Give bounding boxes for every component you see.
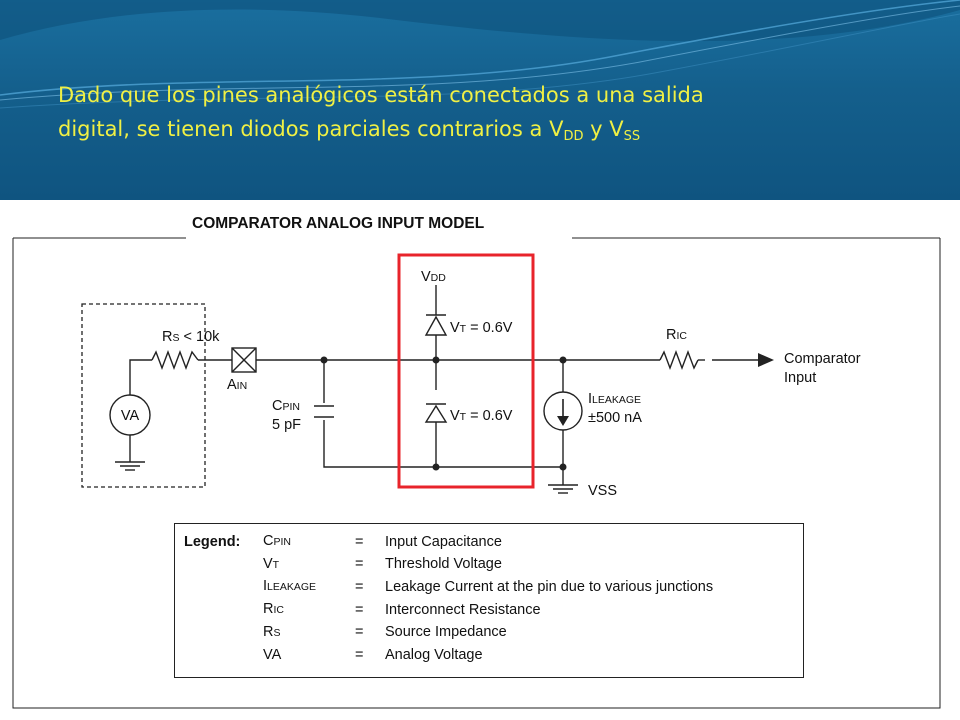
legend-symbol: RIC <box>263 601 284 618</box>
rs-label: RS < 10k <box>162 329 220 345</box>
legend-row: VA = Analog Voltage <box>184 645 713 668</box>
diode-highlight-box <box>397 253 535 489</box>
cpin-label: CPIN <box>272 398 300 414</box>
circuit-figure: COMPARATOR ANALOG INPUT MODEL <box>0 200 960 720</box>
cpin-value: 5 pF <box>272 417 301 433</box>
legend-table: Legend: CPIN = Input Capacitance VT = Th… <box>184 531 713 667</box>
legend-description: Threshold Voltage <box>385 556 502 573</box>
va-voltage-source <box>109 394 151 436</box>
legend-symbol: ILEAKAGE <box>263 578 317 595</box>
cpin-capacitor <box>314 405 334 418</box>
ileakage-current-source <box>543 391 583 431</box>
circuit-diagram: COMPARATOR ANALOG INPUT MODEL <box>12 215 941 709</box>
legend-symbol: CPIN <box>263 533 291 549</box>
comparator-input-label-line2: Input <box>784 370 816 386</box>
va-label: VA <box>121 408 140 424</box>
rs-resistor <box>151 350 199 370</box>
legend-description: Source Impedance <box>385 624 507 641</box>
slide-title: Dado que los pines analógicos están cone… <box>58 78 938 146</box>
ric-label: RIC <box>666 327 687 343</box>
legend-equals: = <box>355 624 364 641</box>
vdd-label: VDD <box>421 269 446 285</box>
legend-equals: = <box>355 533 364 550</box>
legend-equals: = <box>355 556 364 573</box>
vt-bottom-label: VT = 0.6V <box>450 408 513 424</box>
legend-row: VT = Threshold Voltage <box>184 554 713 577</box>
legend-equals: = <box>355 647 364 664</box>
junction-dots <box>320 356 567 471</box>
slide-header: Dado que los pines analógicos están cone… <box>0 0 960 200</box>
title-sub-ss: SS <box>623 129 641 144</box>
ileakage-label: ILEAKAGE <box>588 391 641 407</box>
source-dashed-box <box>81 303 206 488</box>
header-wave-decoration <box>0 0 960 109</box>
figure-title: COMPARATOR ANALOG INPUT MODEL <box>192 215 484 232</box>
comparator-input-label-line1: Comparator <box>784 351 861 367</box>
ain-label: AIN <box>227 377 247 393</box>
ric-resistor <box>659 350 699 370</box>
legend-row: RIC = Interconnect Resistance <box>184 599 713 622</box>
ground-symbol-source <box>115 461 145 471</box>
legend-equals: = <box>355 601 364 618</box>
ileakage-value: ±500 nA <box>588 410 642 426</box>
title-line1: Dado que los pines analógicos están cone… <box>58 83 704 107</box>
legend-row: RS = Source Impedance <box>184 622 713 645</box>
title-line2: digital, se tienen diodos parciales cont… <box>58 117 564 141</box>
diode-top <box>424 314 448 336</box>
vss-label: VSS <box>588 483 617 499</box>
ain-pin-symbol <box>231 347 257 373</box>
comparator-arrow <box>758 353 774 367</box>
ground-symbol-vss <box>548 484 578 494</box>
legend-description: Analog Voltage <box>385 647 483 664</box>
figure-frame <box>12 238 941 709</box>
legend-symbol: VT <box>263 555 280 572</box>
legend-description: Interconnect Resistance <box>385 601 541 618</box>
legend-equals: = <box>355 578 364 595</box>
legend-symbol: VA <box>263 646 282 663</box>
legend-description: Input Capacitance <box>385 533 502 550</box>
legend-row: Legend: CPIN = Input Capacitance <box>184 531 713 554</box>
title-sub-dd: DD <box>563 129 584 144</box>
legend-row: ILEAKAGE = Leakage Current at the pin du… <box>184 576 713 599</box>
vt-top-label: VT = 0.6V <box>450 320 513 336</box>
legend-heading: Legend: <box>184 533 241 550</box>
legend-symbol: RS <box>263 623 281 640</box>
title-mid: y V <box>583 117 624 141</box>
legend-box: Legend: CPIN = Input Capacitance VT = Th… <box>174 523 804 678</box>
legend-description: Leakage Current at the pin due to variou… <box>385 578 714 595</box>
diode-bottom <box>424 403 448 423</box>
